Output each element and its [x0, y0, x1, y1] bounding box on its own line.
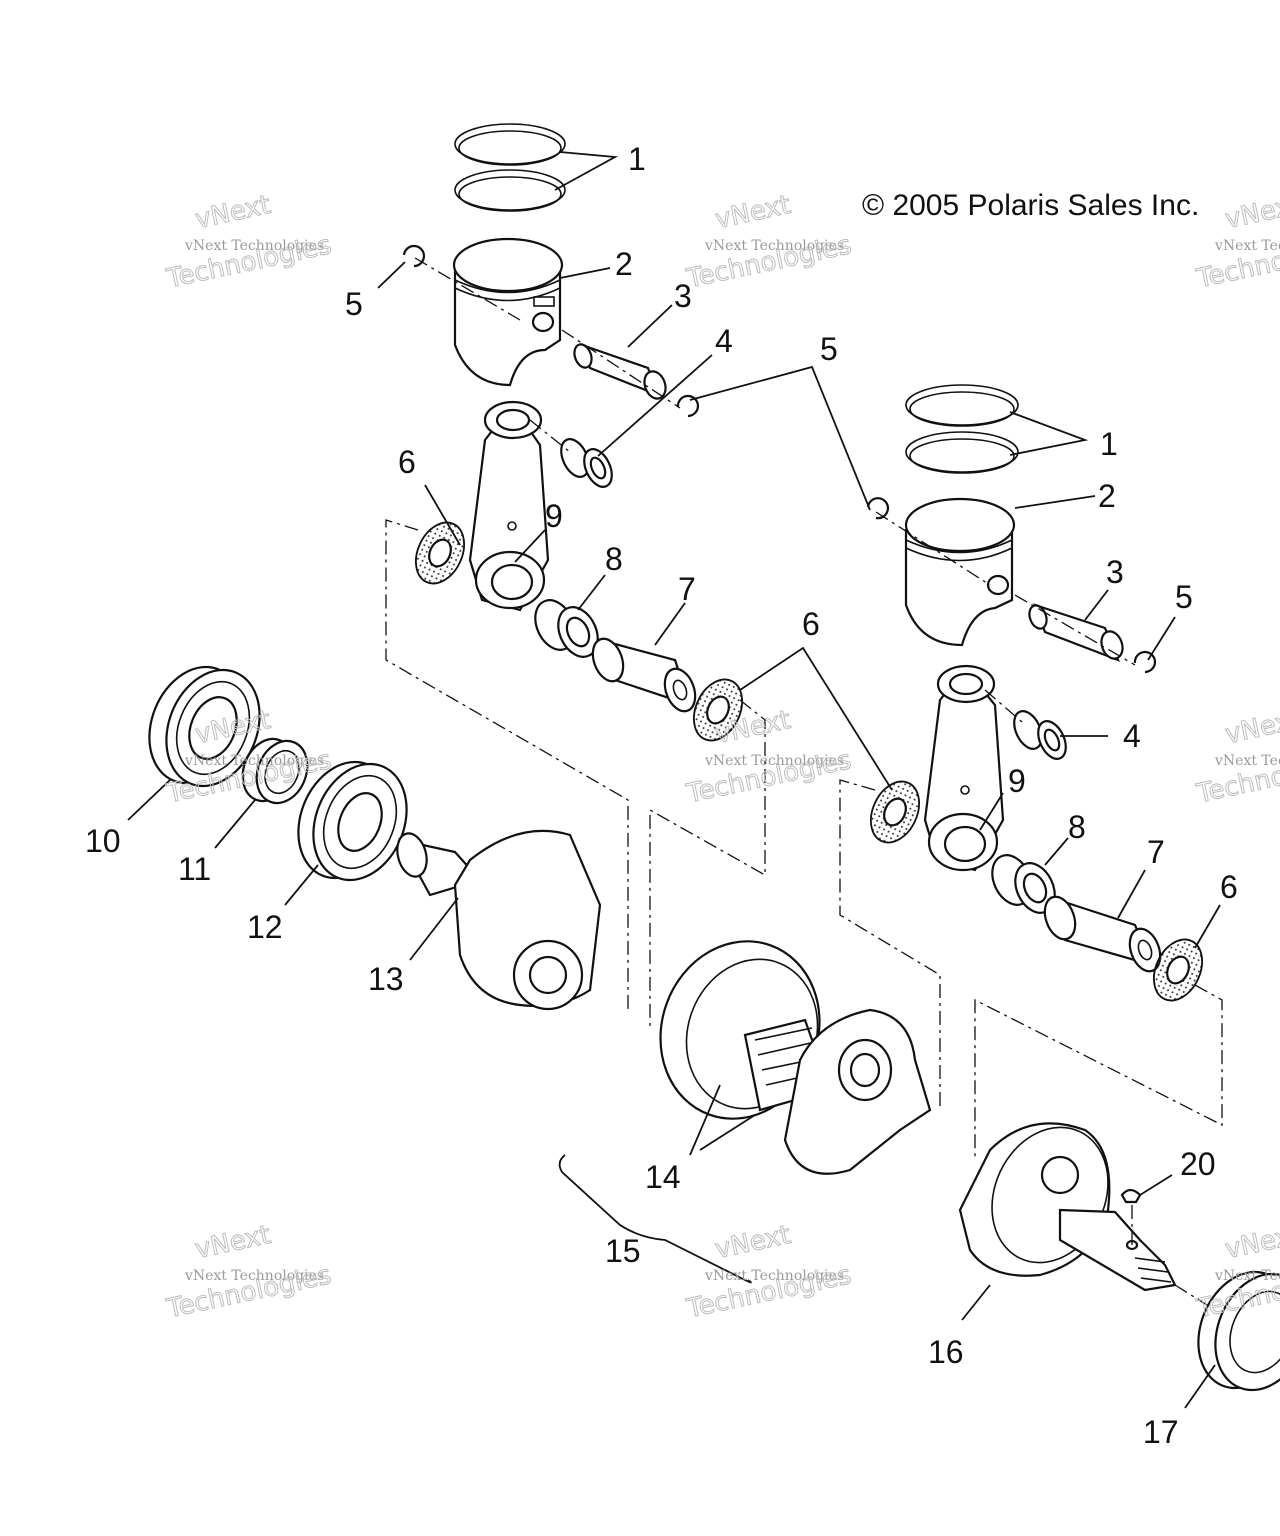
- piston-rings-left: [454, 123, 566, 212]
- callout-4-top: 4: [715, 323, 733, 359]
- piston-rings-right: [905, 384, 1019, 474]
- svg-text:vNext: vNext: [1223, 190, 1280, 235]
- callout-1-top: 1: [628, 141, 646, 177]
- crank-pin-right: [1043, 895, 1162, 973]
- watermark-1: vNext vNext Technologies Technologies: [163, 189, 335, 295]
- callout-3-right: 3: [1106, 554, 1124, 590]
- callout-4-right: 4: [1123, 718, 1141, 754]
- svg-text:vNext: vNext: [713, 1220, 794, 1265]
- svg-text:vNext Technologies: vNext Technologies: [704, 238, 844, 254]
- woodruff-key-20: [1120, 1188, 1142, 1204]
- svg-text:vNext Technologies: vNext Technologies: [184, 1268, 324, 1284]
- callout-6-center: 6: [802, 606, 820, 642]
- watermark-7: vNext vNext Technologies Technologies: [163, 1219, 335, 1325]
- svg-text:vNext Technologies: vNext Technologies: [704, 1268, 844, 1284]
- callout-3-top: 3: [674, 278, 692, 314]
- crankshaft-half-13: [396, 829, 602, 1011]
- callout-16: 16: [928, 1334, 964, 1370]
- piston-pin-right: [1028, 603, 1124, 662]
- piston-pin-left: [573, 343, 667, 400]
- assembly-bracket-15: [558, 1154, 752, 1284]
- spacer-11: [241, 737, 309, 805]
- callout-5-center: 5: [820, 331, 838, 367]
- big-end-bearing-left: [534, 599, 599, 658]
- small-end-bearing-left: [560, 438, 613, 488]
- svg-text:vNext: vNext: [713, 190, 794, 235]
- callout-6-right: 6: [1220, 869, 1238, 905]
- circlip-right-top: [866, 497, 890, 520]
- thrust-washer-center: [693, 678, 743, 742]
- watermark-2: vNext vNext Technologies Technologies: [683, 189, 855, 295]
- callout-7-left: 7: [678, 571, 696, 607]
- connecting-rod-left: [468, 400, 550, 612]
- callout-5-left: 5: [345, 286, 363, 322]
- callout-9-right: 9: [1008, 763, 1026, 799]
- callout-5-right: 5: [1175, 579, 1193, 615]
- thrust-washer-right-lower: [1153, 938, 1203, 1002]
- callout-numbers: 1 2 3 4 5 5 6 8 7 9 1 2 3 5 6 4 9 8 7 6 …: [85, 141, 1238, 1450]
- svg-text:vNext Technologies: vNext Technologies: [184, 238, 324, 254]
- callout-1-right: 1: [1100, 426, 1118, 462]
- small-end-bearing-right: [1013, 710, 1067, 760]
- callout-12: 12: [247, 909, 283, 945]
- copyright-text: © 2005 Polaris Sales Inc.: [862, 189, 1199, 222]
- svg-text:vNext: vNext: [193, 190, 274, 235]
- callout-11: 11: [178, 851, 211, 887]
- svg-text:vNext Technologies: vNext Technologies: [1214, 753, 1280, 769]
- callout-2-right: 2: [1098, 478, 1116, 514]
- svg-text:vNext Technologies: vNext Technologies: [704, 753, 844, 769]
- watermark-9: vNext vNext Technologies Technologies: [1193, 1219, 1280, 1325]
- connecting-rod-right: [923, 664, 1005, 872]
- callout-6-left: 6: [398, 444, 416, 480]
- watermark-6: vNext vNext Technologies Technologies: [1193, 704, 1280, 810]
- crankshaft-half-16: [958, 1122, 1177, 1292]
- thrust-washer-left: [415, 521, 465, 585]
- svg-text:vNext Technologies: vNext Technologies: [1214, 238, 1280, 254]
- callout-7-right: 7: [1147, 834, 1165, 870]
- callout-8-right: 8: [1068, 809, 1086, 845]
- thrust-washer-right-upper: [870, 780, 920, 844]
- circlip-left-top: [402, 244, 426, 268]
- crank-pin-left: [591, 637, 697, 713]
- watermark-8: vNext vNext Technologies Technologies: [683, 1219, 855, 1325]
- main-bearing-17: [1197, 1270, 1280, 1392]
- svg-text:vNext: vNext: [1223, 705, 1280, 750]
- callout-20: 20: [1180, 1146, 1216, 1182]
- piston-left: [452, 237, 564, 387]
- leader-lines: [127, 151, 1221, 1409]
- svg-text:vNext Technologies: vNext Technologies: [184, 753, 324, 769]
- callout-14: 14: [645, 1159, 681, 1195]
- piston-right: [904, 497, 1016, 647]
- callout-17: 17: [1143, 1414, 1179, 1450]
- big-end-bearing-right: [991, 854, 1056, 914]
- svg-text:vNext: vNext: [1223, 1220, 1280, 1265]
- crankshaft-center-14: [659, 940, 932, 1175]
- callout-2-top: 2: [615, 246, 633, 282]
- main-bearing-12: [297, 760, 408, 882]
- callout-8-left: 8: [605, 541, 623, 577]
- svg-text:vNext: vNext: [193, 1220, 274, 1265]
- callout-10: 10: [85, 823, 121, 859]
- callout-13: 13: [368, 961, 404, 997]
- main-bearing-10: [148, 665, 261, 788]
- callout-15: 15: [605, 1233, 641, 1269]
- svg-text:vNext Technologies: vNext Technologies: [1214, 1268, 1280, 1284]
- callout-9-left: 9: [545, 498, 563, 534]
